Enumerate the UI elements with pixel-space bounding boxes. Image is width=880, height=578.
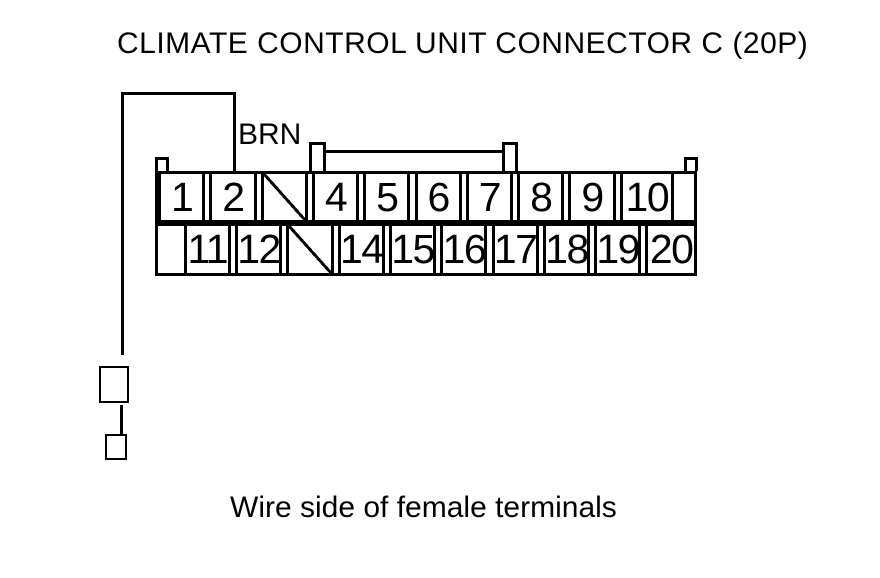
pin-cell-8: 8 xyxy=(517,171,565,223)
pin-cell-6: 6 xyxy=(414,171,462,223)
pin-cell-10: 10 xyxy=(619,171,674,223)
blocked-cell xyxy=(260,171,308,223)
pin-cell-9: 9 xyxy=(568,171,616,223)
terminal-box-large xyxy=(99,366,129,403)
pin-cell-1: 1 xyxy=(158,171,206,223)
wire-left-vertical-segment xyxy=(121,92,124,355)
pin-cell-15: 15 xyxy=(388,223,437,276)
pin-cell-4: 4 xyxy=(311,171,360,223)
wire-to-pin2-segment xyxy=(233,92,236,171)
wire-side-caption: Wire side of female terminals xyxy=(230,491,617,524)
latch-bar xyxy=(320,150,508,153)
latch-right-tab xyxy=(502,142,518,171)
diagram-title: CLIMATE CONTROL UNIT CONNECTOR C (20P) xyxy=(117,27,809,60)
wire-top-horizontal-segment xyxy=(121,92,236,95)
blocked-cell xyxy=(286,223,334,276)
terminal-box-small xyxy=(105,434,127,460)
wire-lower-segment xyxy=(120,405,123,434)
pin-cell-16: 16 xyxy=(440,223,488,276)
right-mount-tab xyxy=(684,157,698,171)
pin-cell-18: 18 xyxy=(542,223,591,276)
pin-cell-17: 17 xyxy=(491,223,539,276)
latch-left-tab xyxy=(309,142,326,171)
pin-cell-5: 5 xyxy=(363,171,411,223)
left-mount-tab xyxy=(155,157,169,171)
pin-cell-2: 2 xyxy=(209,171,257,223)
brn-wire-label: BRN xyxy=(238,118,302,151)
pin-cell-14: 14 xyxy=(337,223,385,276)
pin-cell-11: 11 xyxy=(183,223,231,276)
pin-cell-20: 20 xyxy=(645,223,697,276)
pin-cell-19: 19 xyxy=(594,223,642,276)
connector-shell-left-wall xyxy=(155,171,158,276)
pin-cell-12: 12 xyxy=(234,223,283,276)
pin-cell-7: 7 xyxy=(465,171,514,223)
